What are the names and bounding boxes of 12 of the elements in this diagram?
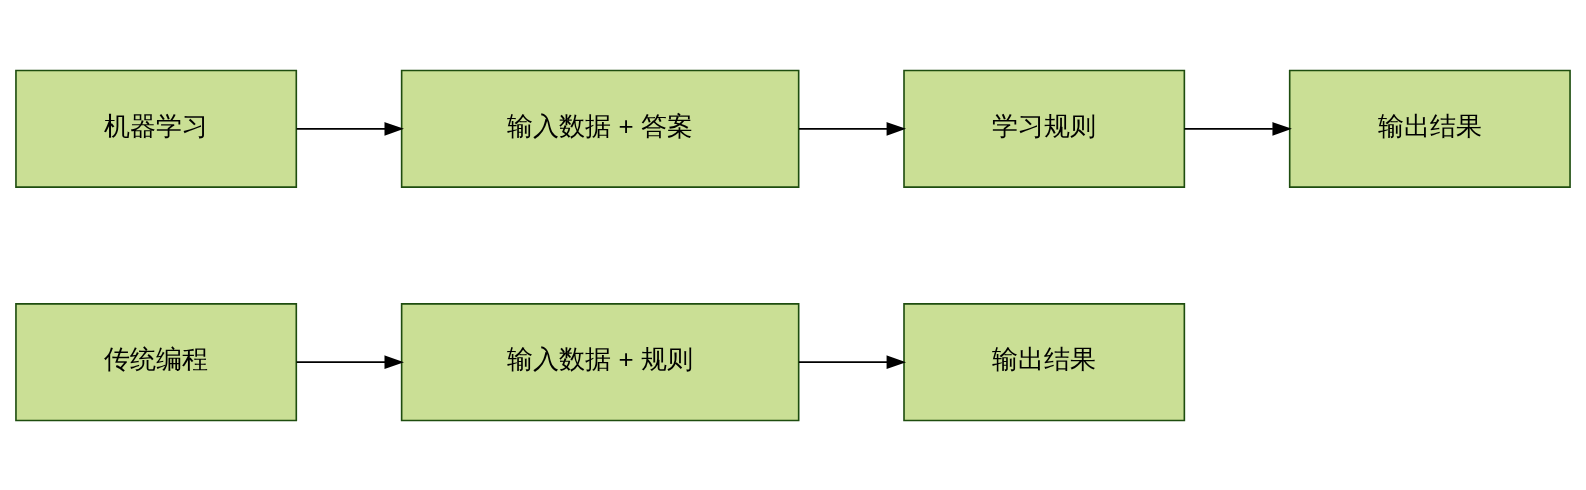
- arrow: [295, 121, 404, 136]
- arrow: [295, 354, 404, 369]
- node-box: 学习规则: [903, 69, 1186, 188]
- node-box: 输出结果: [1288, 69, 1571, 188]
- node-box: 机器学习: [15, 69, 298, 188]
- arrow: [798, 121, 907, 136]
- arrow: [798, 354, 907, 369]
- node-box: 输出结果: [903, 302, 1186, 421]
- node-box: 传统编程: [15, 302, 298, 421]
- arrow: [1183, 121, 1292, 136]
- node-box: 输入数据 + 答案: [400, 69, 800, 188]
- node-box: 输入数据 + 规则: [400, 302, 800, 421]
